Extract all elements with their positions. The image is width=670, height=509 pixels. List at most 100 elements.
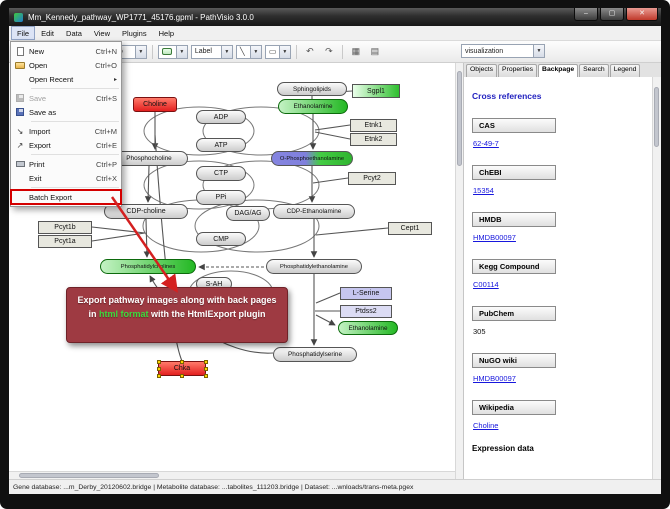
pathway-node-phosphatidylethanolamine[interactable]: Phosphatidylethanolamine [266, 259, 362, 274]
file-menu: NewCtrl+NOpenCtrl+OOpen Recent▸SaveCtrl+… [10, 41, 122, 207]
pathway-node-ppi[interactable]: PPi [196, 190, 246, 205]
menu-edit[interactable]: Edit [35, 26, 60, 40]
xref-sections: CAS62-49-7ChEBI15354HMDBHMDB00097Kegg Co… [472, 115, 644, 430]
import-icon [17, 127, 24, 136]
minimize-button[interactable]: – [574, 8, 598, 21]
pathway-node-etnk2[interactable]: Etnk2 [350, 133, 397, 146]
file-menu-item-save-as[interactable]: Save as [11, 105, 121, 119]
menu-item-shortcut: Ctrl+P [96, 160, 117, 169]
side-panel-tabs: ObjectsPropertiesBackpageSearchLegend [464, 63, 661, 77]
menu-data[interactable]: Data [60, 26, 88, 40]
pathway-node-pcyt2[interactable]: Pcyt2 [348, 172, 396, 185]
visualization-select[interactable]: visualization ▼ [461, 44, 545, 58]
pathway-node-choline[interactable]: Choline [133, 97, 177, 112]
line-tool-icon: ╲ [240, 47, 245, 56]
pathway-node-atp[interactable]: ATP [196, 138, 246, 152]
xref-link[interactable]: 62-49-7 [473, 139, 499, 148]
pathway-node-ethanolamine[interactable]: Ethanolamine [338, 321, 398, 335]
chevron-down-icon: ▼ [176, 46, 187, 58]
canvas-horizontal-scrollbar[interactable] [9, 471, 455, 479]
pathway-node-adp[interactable]: ADP [196, 110, 246, 124]
pathway-node-ctp[interactable]: CTP [196, 166, 246, 181]
annotation-text: with the HtmlExport plugin [149, 309, 266, 319]
menu-item-label: Save [29, 94, 88, 103]
align-button[interactable]: ▦ [348, 44, 364, 60]
file-menu-item-save[interactable]: SaveCtrl+S [11, 91, 121, 105]
file-menu-item-batch-export[interactable]: Batch Export [11, 190, 121, 204]
label-tool-text: Label [195, 48, 212, 55]
visualization-value: visualization [465, 48, 503, 55]
pathway-node-phosphatidylserine[interactable]: Phosphatidylserine [273, 347, 357, 362]
selection-handle[interactable] [157, 360, 161, 364]
redo-button[interactable]: ↷ [321, 44, 337, 60]
canvas-vertical-scrollbar[interactable] [455, 63, 463, 479]
pathway-node-dag-ag[interactable]: DAG/AG [226, 206, 270, 221]
pathway-node-sphingolipids[interactable]: Sphingolipids [277, 82, 347, 96]
menu-file[interactable]: File [11, 26, 35, 40]
open-folder-icon [15, 62, 25, 69]
file-menu-item-import[interactable]: ImportCtrl+M [11, 124, 121, 138]
xref-link[interactable]: HMDB00097 [473, 374, 516, 383]
xref-header: NuGO wiki [472, 353, 556, 368]
line-tool-select[interactable]: ╲ ▼ [236, 45, 262, 59]
pathway-node-l-serine[interactable]: L-Serine [340, 287, 392, 300]
tab-search[interactable]: Search [579, 64, 609, 77]
panel-scrollbar[interactable] [652, 77, 661, 479]
menu-help[interactable]: Help [153, 26, 180, 40]
tab-backpage[interactable]: Backpage [538, 64, 578, 77]
menu-plugins[interactable]: Plugins [116, 26, 153, 40]
selection-handle[interactable] [180, 360, 184, 364]
pathway-node-ethanolamine[interactable]: Ethanolamine [278, 99, 348, 114]
xref-link[interactable]: HMDB00097 [473, 233, 516, 242]
export-icon [17, 141, 24, 150]
menu-item-shortcut: Ctrl+N [96, 47, 117, 56]
file-menu-item-open-recent[interactable]: Open Recent▸ [11, 72, 121, 86]
datanode-tool-select[interactable]: ▼ [158, 45, 188, 59]
xref-link[interactable]: 15354 [473, 186, 494, 195]
tab-objects[interactable]: Objects [466, 64, 497, 77]
selection-handle[interactable] [157, 367, 161, 371]
menu-view[interactable]: View [88, 26, 116, 40]
pathway-node-chka[interactable]: Chka [158, 361, 206, 376]
pathway-node-pcyt1a[interactable]: Pcyt1a [38, 235, 92, 248]
tab-legend[interactable]: Legend [610, 64, 641, 77]
pathway-node-cmp[interactable]: CMP [196, 232, 246, 246]
close-button[interactable]: ✕ [626, 8, 658, 21]
pathway-node-pcyt1b[interactable]: Pcyt1b [38, 221, 92, 234]
tab-properties[interactable]: Properties [498, 64, 537, 77]
xref-link[interactable]: Choline [473, 421, 498, 430]
pathway-node-etnk1[interactable]: Etnk1 [350, 119, 397, 132]
selection-handle[interactable] [157, 374, 161, 378]
scrollbar-thumb[interactable] [457, 71, 462, 166]
selection-handle[interactable] [204, 367, 208, 371]
xref-header: HMDB [472, 212, 556, 227]
file-menu-item-exit[interactable]: ExitCtrl+X [11, 171, 121, 185]
file-menu-item-export[interactable]: ExportCtrl+E [11, 138, 121, 152]
new-file-icon [17, 47, 24, 56]
scrollbar-thumb[interactable] [19, 473, 159, 478]
scrollbar-thumb[interactable] [654, 87, 659, 147]
maximize-button[interactable]: ▢ [600, 8, 624, 21]
xref-link[interactable]: C00114 [473, 280, 499, 289]
file-menu-item-open[interactable]: OpenCtrl+O [11, 58, 121, 72]
xref-header: Wikipedia [472, 400, 556, 415]
pathway-node-o-phosphoethanolamine[interactable]: O-Phosphoethanolamine [271, 151, 353, 166]
pathway-node-sgpl1[interactable]: Sgpl1 [352, 84, 400, 98]
file-menu-item-new[interactable]: NewCtrl+N [11, 44, 121, 58]
chevron-down-icon: ▼ [250, 46, 261, 58]
file-menu-item-print[interactable]: PrintCtrl+P [11, 157, 121, 171]
pathway-node-cdp-ethanolamine[interactable]: CDP-Ethanolamine [273, 204, 355, 219]
stack-button[interactable]: ▤ [367, 44, 383, 60]
toolbar-separator [342, 45, 343, 59]
label-tool-select[interactable]: Label ▼ [191, 45, 233, 59]
undo-button[interactable]: ↶ [302, 44, 318, 60]
pathway-node-phosphatidylcholines[interactable]: Phosphatidylcholines [100, 259, 196, 274]
side-panel: ObjectsPropertiesBackpageSearchLegend Cr… [463, 63, 661, 479]
pathway-node-cept1[interactable]: Cept1 [388, 222, 432, 235]
shape-tool-select[interactable]: ▭ ▼ [265, 45, 291, 59]
selection-handle[interactable] [204, 360, 208, 364]
pathway-node-ptdss2[interactable]: Ptdss2 [340, 305, 392, 318]
selection-handle[interactable] [180, 374, 184, 378]
selection-handle[interactable] [204, 374, 208, 378]
